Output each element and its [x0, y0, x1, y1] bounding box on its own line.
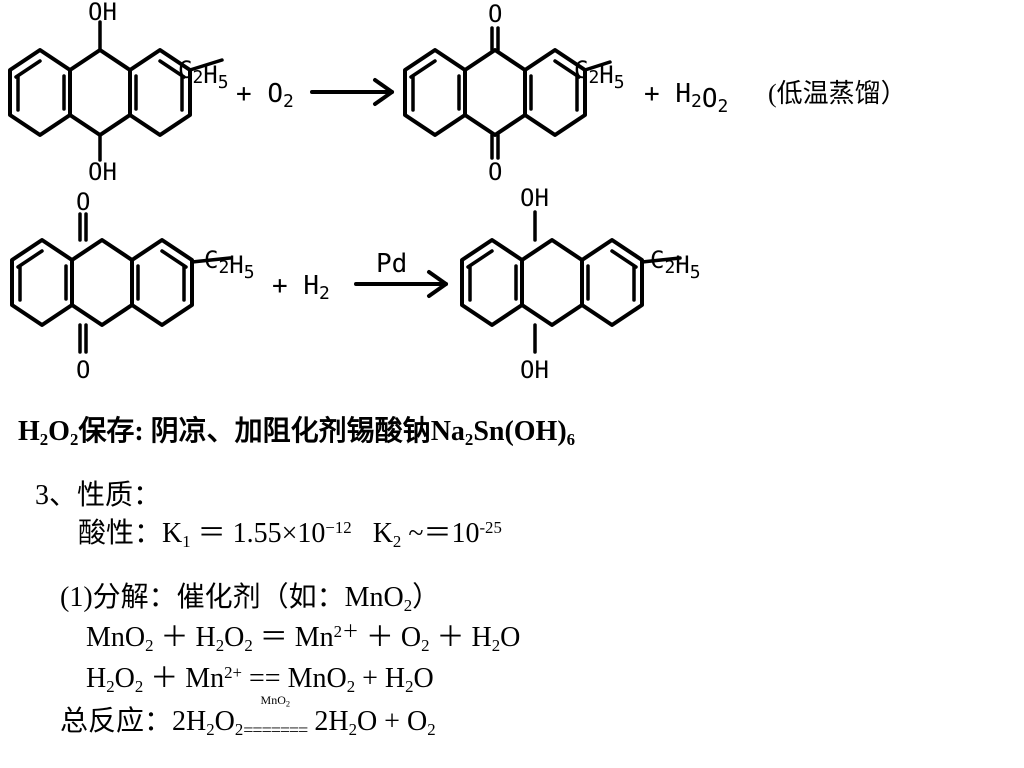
reaction1-arrow	[310, 78, 394, 106]
properties-heading: 3、性质：	[35, 480, 162, 511]
storage-prefix: 保存:	[78, 416, 144, 447]
reactant2-top-group: O	[76, 188, 90, 216]
total-catalyst-equals: MnO2=======	[243, 693, 308, 740]
reaction1-product: O O C2H5 + H2O2 (低温蒸馏）	[403, 0, 907, 186]
k1-value: K1 ＝ 1.55×10−12	[162, 517, 352, 552]
acidity-line: 酸性：K1 ＝ 1.55×10−12 K2 ~＝10-25	[78, 517, 502, 552]
product1-top-group: O	[488, 0, 502, 28]
reactant2-bottom-group: O	[76, 356, 90, 384]
product2-ethyl: C2H5	[650, 246, 701, 283]
product1-bottom-group: O	[488, 158, 502, 186]
storage-line: H2O2保存: 阴凉、加阻化剂锡酸钠Na2Sn(OH)6	[18, 416, 576, 450]
reaction2-product: OH OH C2H5	[460, 184, 701, 384]
total-label: 总反应：	[60, 706, 173, 737]
product2-top-group: OH	[520, 184, 549, 212]
acidity-label: 酸性：	[78, 518, 163, 549]
reaction2-catalyst: Pd	[376, 249, 407, 279]
reaction2-plus-hydrogen: + H2	[272, 271, 330, 304]
k2-value: K2 ~＝10-25	[372, 517, 502, 552]
reaction2-reactant: O O C2H5 + H2	[10, 188, 330, 384]
storage-peroxide-formula: H2O2	[18, 416, 79, 450]
product2-bottom-group: OH	[520, 356, 549, 384]
reactant1-top-group: OH	[88, 0, 117, 26]
reactant1-bottom-group: OH	[88, 158, 117, 186]
reaction1-condition: (低温蒸馏）	[768, 79, 907, 108]
reactant2-ethyl: C2H5	[204, 246, 255, 283]
reactant1-ethyl: C2H5	[178, 56, 229, 93]
reaction1-reactant: OH OH C2H5 + O2	[8, 0, 294, 186]
reaction1-plus-oxygen: + O2	[236, 79, 294, 112]
reaction2-arrow: Pd	[354, 249, 448, 298]
reaction1-plus-peroxide: + H2O2	[644, 79, 728, 117]
equation-2: H2O2 ＋ Mn2+ == MnO2 + H2O	[86, 662, 434, 697]
reaction-scheme: OH OH C2H5 + O2 O O C2H5 + H2O2 (低温蒸馏） O…	[8, 0, 907, 384]
total-catalyst-label: MnO2	[260, 693, 291, 709]
decomposition-label: (1)分解：催化剂（如：MnO2）	[60, 582, 441, 616]
product1-ethyl: C2H5	[574, 56, 625, 93]
equation-1: MnO2 ＋ H2O2 ＝ Mn2＋ ＋ O2 ＋ H2O	[86, 621, 521, 656]
storage-text: 阴凉、加阻化剂锡酸钠	[150, 416, 431, 447]
storage-formula: Na2Sn(OH)6	[430, 416, 576, 450]
